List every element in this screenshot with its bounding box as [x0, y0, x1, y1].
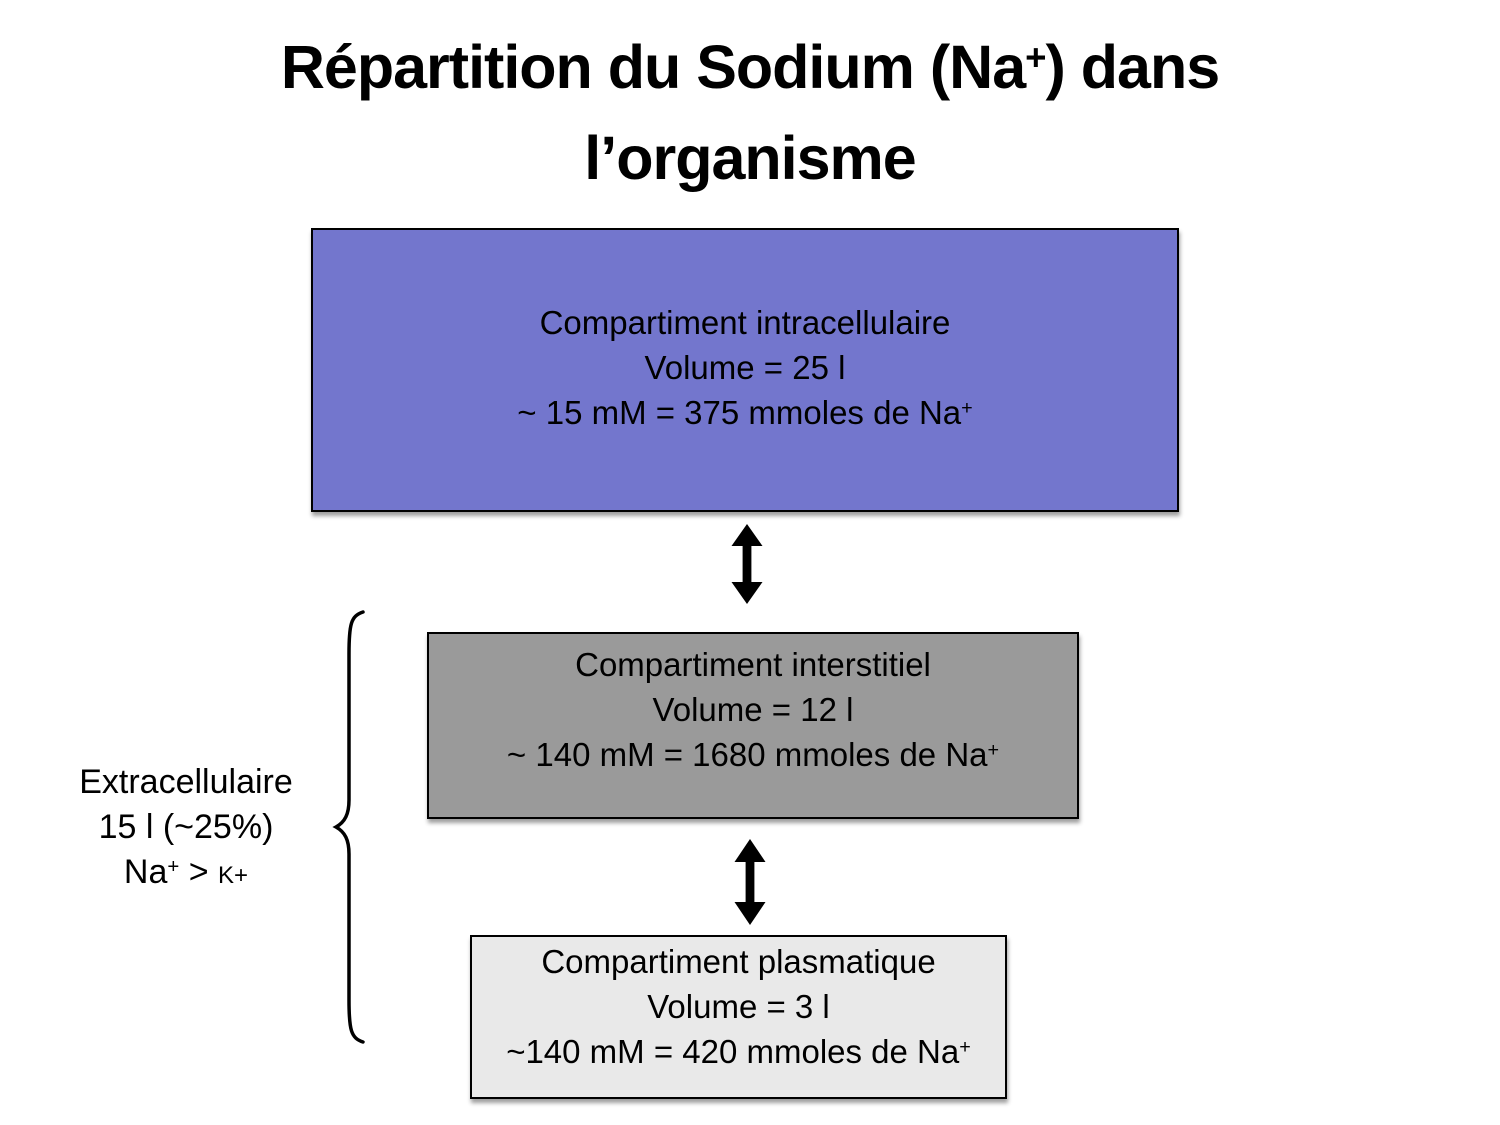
superscript-plus: + [167, 855, 180, 878]
title-line1: Répartition du Sodium (Na+) dans [0, 26, 1500, 117]
k-plus-text: K+ [218, 862, 249, 889]
compartment-interstitiel-box: Compartiment interstitiel Volume = 12 l … [427, 632, 1079, 819]
double-headed-arrow-icon [734, 839, 766, 925]
extracellular-label-line3: Na+ > K+ [40, 850, 332, 900]
compartment-amount: ~ 140 mM = 1680 mmoles de Na+ [507, 732, 999, 783]
compartment-intracellulaire-box: Compartiment intracellulaire Volume = 25… [311, 228, 1179, 512]
extracellular-label: Extracellulaire 15 l (~25%) Na+ > K+ [40, 760, 332, 900]
compartment-volume: Volume = 25 l [644, 348, 846, 386]
double-headed-arrow-icon [731, 524, 763, 604]
compartment-volume: Volume = 3 l [647, 988, 830, 1025]
na-text: Na [123, 853, 168, 891]
compartment-name: Compartiment plasmatique [541, 943, 936, 980]
amount-text: ~140 mM = 420 mmoles de Na [506, 1033, 960, 1070]
amount-text: ~ 15 mM = 375 mmoles de Na [517, 393, 962, 431]
slide-title: Répartition du Sodium (Na+) dans l’organ… [0, 26, 1500, 199]
compartment-name: Compartiment interstitiel [575, 646, 931, 683]
greater-than-text: > [179, 853, 219, 891]
left-curly-brace-icon [332, 610, 365, 1044]
extracellular-label-line2: 15 l (~25%) [98, 808, 274, 846]
compartment-amount: ~ 15 mM = 375 mmoles de Na+ [517, 390, 972, 441]
superscript-plus: + [987, 739, 1000, 762]
title-line1-text: Répartition du Sodium (Na [280, 33, 1026, 101]
title-line2: l’organisme [584, 124, 916, 192]
superscript-plus: + [959, 1036, 971, 1059]
superscript-plus: + [1025, 36, 1046, 78]
title-line1-end: ) dans [1045, 33, 1221, 101]
compartment-volume: Volume = 12 l [652, 691, 854, 728]
amount-text: ~ 140 mM = 1680 mmoles de Na [506, 736, 988, 773]
compartment-name: Compartiment intracellulaire [539, 303, 951, 341]
extracellular-label-line1: Extracellulaire [79, 763, 293, 801]
compartment-plasmatique-box: Compartiment plasmatique Volume = 3 l ~1… [470, 935, 1007, 1099]
superscript-plus: + [961, 396, 973, 419]
compartment-amount: ~140 mM = 420 mmoles de Na+ [506, 1029, 971, 1080]
